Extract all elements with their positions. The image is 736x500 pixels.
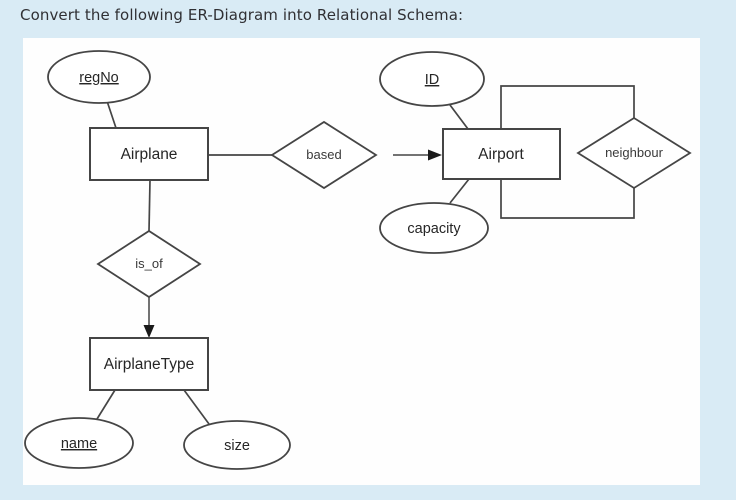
relationship-diamond-neighbour <box>576 116 692 190</box>
attribute-ellipse-name <box>24 417 134 469</box>
er-diagram-panel: regNo ID capacity name size based neighb… <box>23 38 700 485</box>
attribute-ellipse-regno <box>47 50 151 104</box>
connector-id-airport <box>449 104 469 130</box>
page-title: Convert the following ER-Diagram into Re… <box>20 6 464 24</box>
relationship-label-isof: is_of <box>135 256 163 271</box>
entity-box-airplanetype <box>89 337 209 391</box>
relationship-label-neighbour: neighbour <box>605 145 663 160</box>
attribute-label-id: ID <box>425 72 440 88</box>
connector-airplanetype-size <box>183 389 210 425</box>
er-diagram-canvas: regNo ID capacity name size based neighb… <box>24 50 692 470</box>
relationship-label-based: based <box>306 147 341 162</box>
entity-label-airplanetype: AirplaneType <box>104 356 194 373</box>
attribute-ellipse-size <box>183 420 291 470</box>
connector-airplanetype-name <box>96 389 116 420</box>
entity-box-airplane <box>89 127 209 181</box>
connector-airport-neighbour-bottom-loop <box>500 179 635 219</box>
attribute-label-name: name <box>61 436 97 452</box>
arrowhead-based-airport <box>428 149 442 161</box>
attribute-label-regno: regNo <box>79 70 119 86</box>
attribute-label-size: size <box>224 438 250 454</box>
attribute-ellipse-id <box>379 51 485 107</box>
attribute-ellipse-capacity <box>379 202 489 254</box>
connector-regno-airplane <box>106 100 117 129</box>
relationship-diamond-based <box>270 120 378 190</box>
entity-box-airport <box>442 128 561 180</box>
arrowhead-isof-airplanetype <box>143 325 155 338</box>
connector-capacity-airport <box>449 178 470 204</box>
entity-label-airport: Airport <box>478 146 524 163</box>
relationship-diamond-isof <box>96 229 202 299</box>
attribute-label-capacity: capacity <box>407 221 461 237</box>
connector-airport-neighbour-top-loop <box>500 85 635 129</box>
connector-airplane-isof <box>148 179 151 232</box>
entity-label-airplane: Airplane <box>121 146 178 163</box>
